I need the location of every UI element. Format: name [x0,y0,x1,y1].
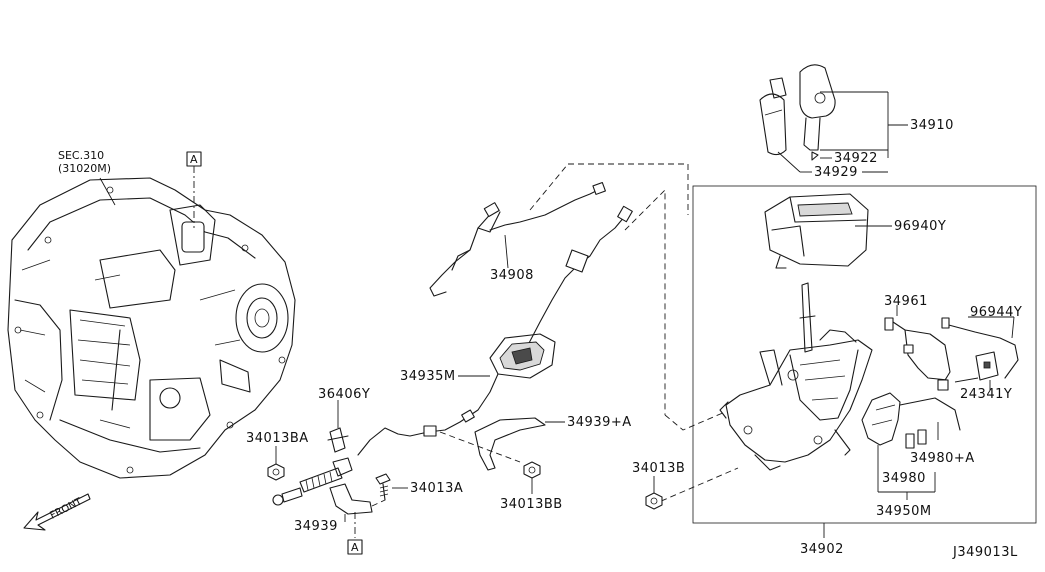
sec-310-label: SEC.310 [58,149,104,162]
dashed-leader-34013bb [439,431,521,463]
shifter-lever-assembly [719,282,873,471]
label-34935m: 34935M [400,369,456,384]
harness-34961 [884,305,951,391]
label-34910: 34910 [910,118,954,133]
label-34980-a: 34980+A [910,451,975,466]
label-96944y: 96944Y [970,305,1022,320]
front-arrow-icon [23,493,91,531]
connector-24341y [954,351,999,390]
transmission-assembly [7,166,296,479]
diagram-code: J349013L [952,545,1018,560]
label-24341y: 24341Y [960,387,1012,402]
label-34939-a: 34939+A [567,415,632,430]
dashed-leader-top-left [529,163,569,211]
nut-34013b [645,476,663,510]
front-label: FRONT [48,496,84,522]
nut-34013bb [523,461,541,494]
label-34908: 34908 [490,268,534,283]
shift-knob [759,64,908,173]
cable-34908 [429,181,606,297]
label-34013b: 34013B [632,461,685,476]
nut-34013ba [267,446,285,481]
label-34013a: 34013A [410,481,463,496]
label-34939: 34939 [294,519,338,534]
label-36406y: 36406Y [318,387,370,402]
harness-96944y [941,316,1019,379]
dashed-leader-mid-right [664,411,726,431]
clip-36406y [327,400,349,453]
svg-text:A: A [190,153,198,166]
ref-marker-a-top: A [186,151,202,167]
label-34950m: 34950M [876,504,932,519]
label-34922: 34922 [834,151,878,166]
label-96940y: 96940Y [894,219,946,234]
dashed-leader-mid [624,188,666,415]
label-34902: 34902 [800,542,844,557]
bracket-34939 [329,483,386,522]
sec-31020m-label: (31020M) [58,162,111,175]
label-34961: 34961 [884,294,928,309]
shift-indicator-96940y [764,193,892,269]
dashed-leader-bottom [651,467,739,506]
solenoid-34980 [861,392,961,500]
assembly-box [692,185,1037,524]
svg-text:A: A [351,541,359,554]
dashed-leader-top [568,163,689,215]
ref-marker-a-bottom: A [347,512,363,555]
label-34980: 34980 [882,471,926,486]
bolt-34013a [375,473,408,501]
label-34929: 34929 [814,165,858,180]
cable-34935m [272,205,633,506]
label-34013ba: 34013BA [246,431,309,446]
label-34013bb: 34013BB [500,497,563,512]
bracket-34939-a [474,417,565,471]
